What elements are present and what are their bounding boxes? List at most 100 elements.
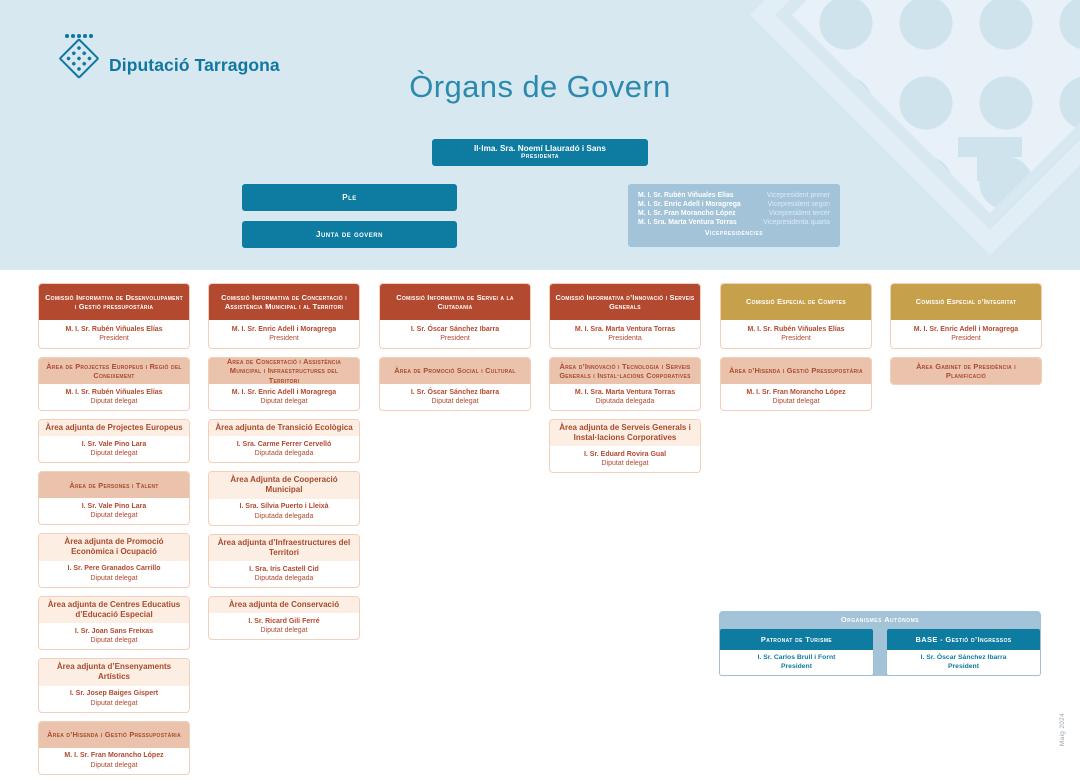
box-title: Àrea adjunta d’Ensenyaments Artístics: [39, 659, 189, 686]
vicepresident-role: Vicepresidenta quarta: [763, 219, 830, 227]
member-name: I. Sr. Óscar Sánchez Ibarra: [410, 388, 500, 396]
box-title: Comissió Informativa de Concertació i As…: [209, 284, 359, 320]
junta-de-govern-box: Junta de govern: [242, 221, 457, 248]
commission-box: Comissió Informativa d’Innovació i Serve…: [549, 283, 701, 349]
page-title: Òrgans de Govern: [409, 69, 671, 104]
member-role: Diputat delegat: [90, 761, 138, 769]
member-role: Diputat delegat: [90, 699, 138, 707]
member-name: M. I. Sr. Rubén Viñuales Elías: [65, 388, 163, 396]
presidenta-box: Il·lma. Sra. Noemí Llauradó i Sans Presi…: [432, 139, 648, 166]
vicepresident-name: M. I. Sr. Rubén Viñuales Elías: [638, 192, 734, 199]
organisme-president-name: I. Sr. Carlos Brull i Fornt: [757, 653, 836, 661]
member-role: Diputada delegada: [254, 575, 314, 583]
box-title: Àrea de Concertació i Assistència Munici…: [209, 358, 359, 385]
member-role: President: [781, 335, 811, 342]
box-title: Àrea adjunta de Conservació: [209, 597, 359, 614]
member-name: I. Sr. Ricard Gili Ferré: [248, 618, 320, 626]
member-name: M. I. Sr. Fran Morancho López: [746, 388, 846, 396]
member-name: M. I. Sr. Enric Adell i Moragrega: [231, 388, 337, 396]
adjunct-box: Àrea adjunta de Centres Educatius d’Educ…: [38, 595, 190, 651]
member-role: Diputat delegat: [90, 512, 138, 520]
area-box: Àrea de Promoció Social i Cultural I. Sr.…: [379, 357, 531, 411]
member-role: Diputada delegada: [595, 398, 655, 405]
column-concertacio: Comissió Informativa de Concertació i As…: [208, 283, 360, 648]
adjunct-box: Àrea adjunta de Transició Ecològica I. Sr…: [208, 419, 360, 464]
adjunct-box: Àrea adjunta d’Infraestructures del Terr…: [208, 533, 360, 589]
member-name: M. I. Sr. Enric Adell i Moragrega: [913, 325, 1019, 333]
edition-note: Maig 2024: [1059, 712, 1066, 746]
vicepresidencies-label: Vicepresidències: [704, 229, 764, 237]
member-name: I. Sr. Joan Sans Freixas: [74, 627, 154, 635]
watermark-t-shape: [958, 137, 1022, 181]
box-title: Comissió Especial de Comptes: [721, 284, 871, 320]
member-name: I. Sr. Josep Baiges Gispert: [69, 690, 159, 698]
presidenta-role: Presidenta: [521, 153, 559, 161]
box-title: Àrea Gabinet de Presidència i Planificac…: [891, 358, 1041, 384]
box-title: Comissió Informativa d’Innovació i Serve…: [550, 284, 700, 320]
member-name: I. Sr. Óscar Sánchez Ibarra: [410, 325, 500, 333]
organisme-president-name: I. Sr. Óscar Sánchez Ibarra: [920, 653, 1007, 661]
box-title: Àrea de Projectes Europeus i Regió del C…: [39, 358, 189, 384]
box-title: Àrea Adjunta de Cooperació Municipal: [209, 472, 359, 499]
area-box: Àrea de Persones i Talent I. Sr. Vale Pin…: [38, 471, 190, 526]
box-title: Comissió Especial d’Integritat: [891, 284, 1041, 320]
member-name: I. Sra. Sílvia Puerto i Lleixà: [239, 503, 329, 511]
box-title: Àrea adjunta de Projectes Europeus: [39, 420, 189, 437]
member-role: Diputada delegada: [254, 450, 314, 458]
commission-box: Comissió Informativa de Concertació i As…: [208, 283, 360, 349]
box-title: Àrea de Persones i Talent: [39, 472, 189, 499]
vicepresident-name: M. I. Sr. Enric Adell i Moragrega: [638, 201, 741, 209]
member-name: I. Sr. Vale Pino Lara: [81, 503, 147, 510]
member-name: I. Sra. Carme Ferrer Cervelló: [236, 441, 332, 448]
box-title: Àrea de Promoció Social i Cultural: [380, 358, 530, 384]
vicepresident-row: M. I. Sra. Marta Ventura Torras Vicepresi…: [638, 218, 830, 227]
member-role: Diputada delegada: [254, 512, 314, 520]
member-role: Diputat delegat: [772, 398, 820, 405]
vicepresident-role: Vicepresident tercer: [768, 210, 830, 218]
diputacio-diamond-icon: [58, 34, 100, 82]
column-ciutadania: Comissió Informativa de Servei a la Ciut…: [379, 283, 531, 419]
box-title: Àrea adjunta de Transició Ecològica: [209, 420, 359, 437]
member-name: I. Sr. Vale Pino Lara: [81, 441, 147, 448]
member-role: Diputat delegat: [90, 574, 138, 582]
box-title: Àrea adjunta de Serveis Generals i Insta…: [550, 420, 700, 447]
vicepresident-name: M. I. Sra. Marta Ventura Torras: [638, 219, 737, 227]
member-name: M. I. Sr. Fran Morancho López: [64, 752, 164, 760]
member-name: M. I. Sra. Marta Ventura Torras: [574, 325, 676, 333]
box-title: Àrea d’Hisenda i Gestió Pressupostària: [39, 721, 189, 748]
member-name: M. I. Sr. Rubén Viñuales Elías: [747, 325, 845, 333]
organisme-title: BASE - Gestió d’Ingressos: [887, 629, 1040, 650]
